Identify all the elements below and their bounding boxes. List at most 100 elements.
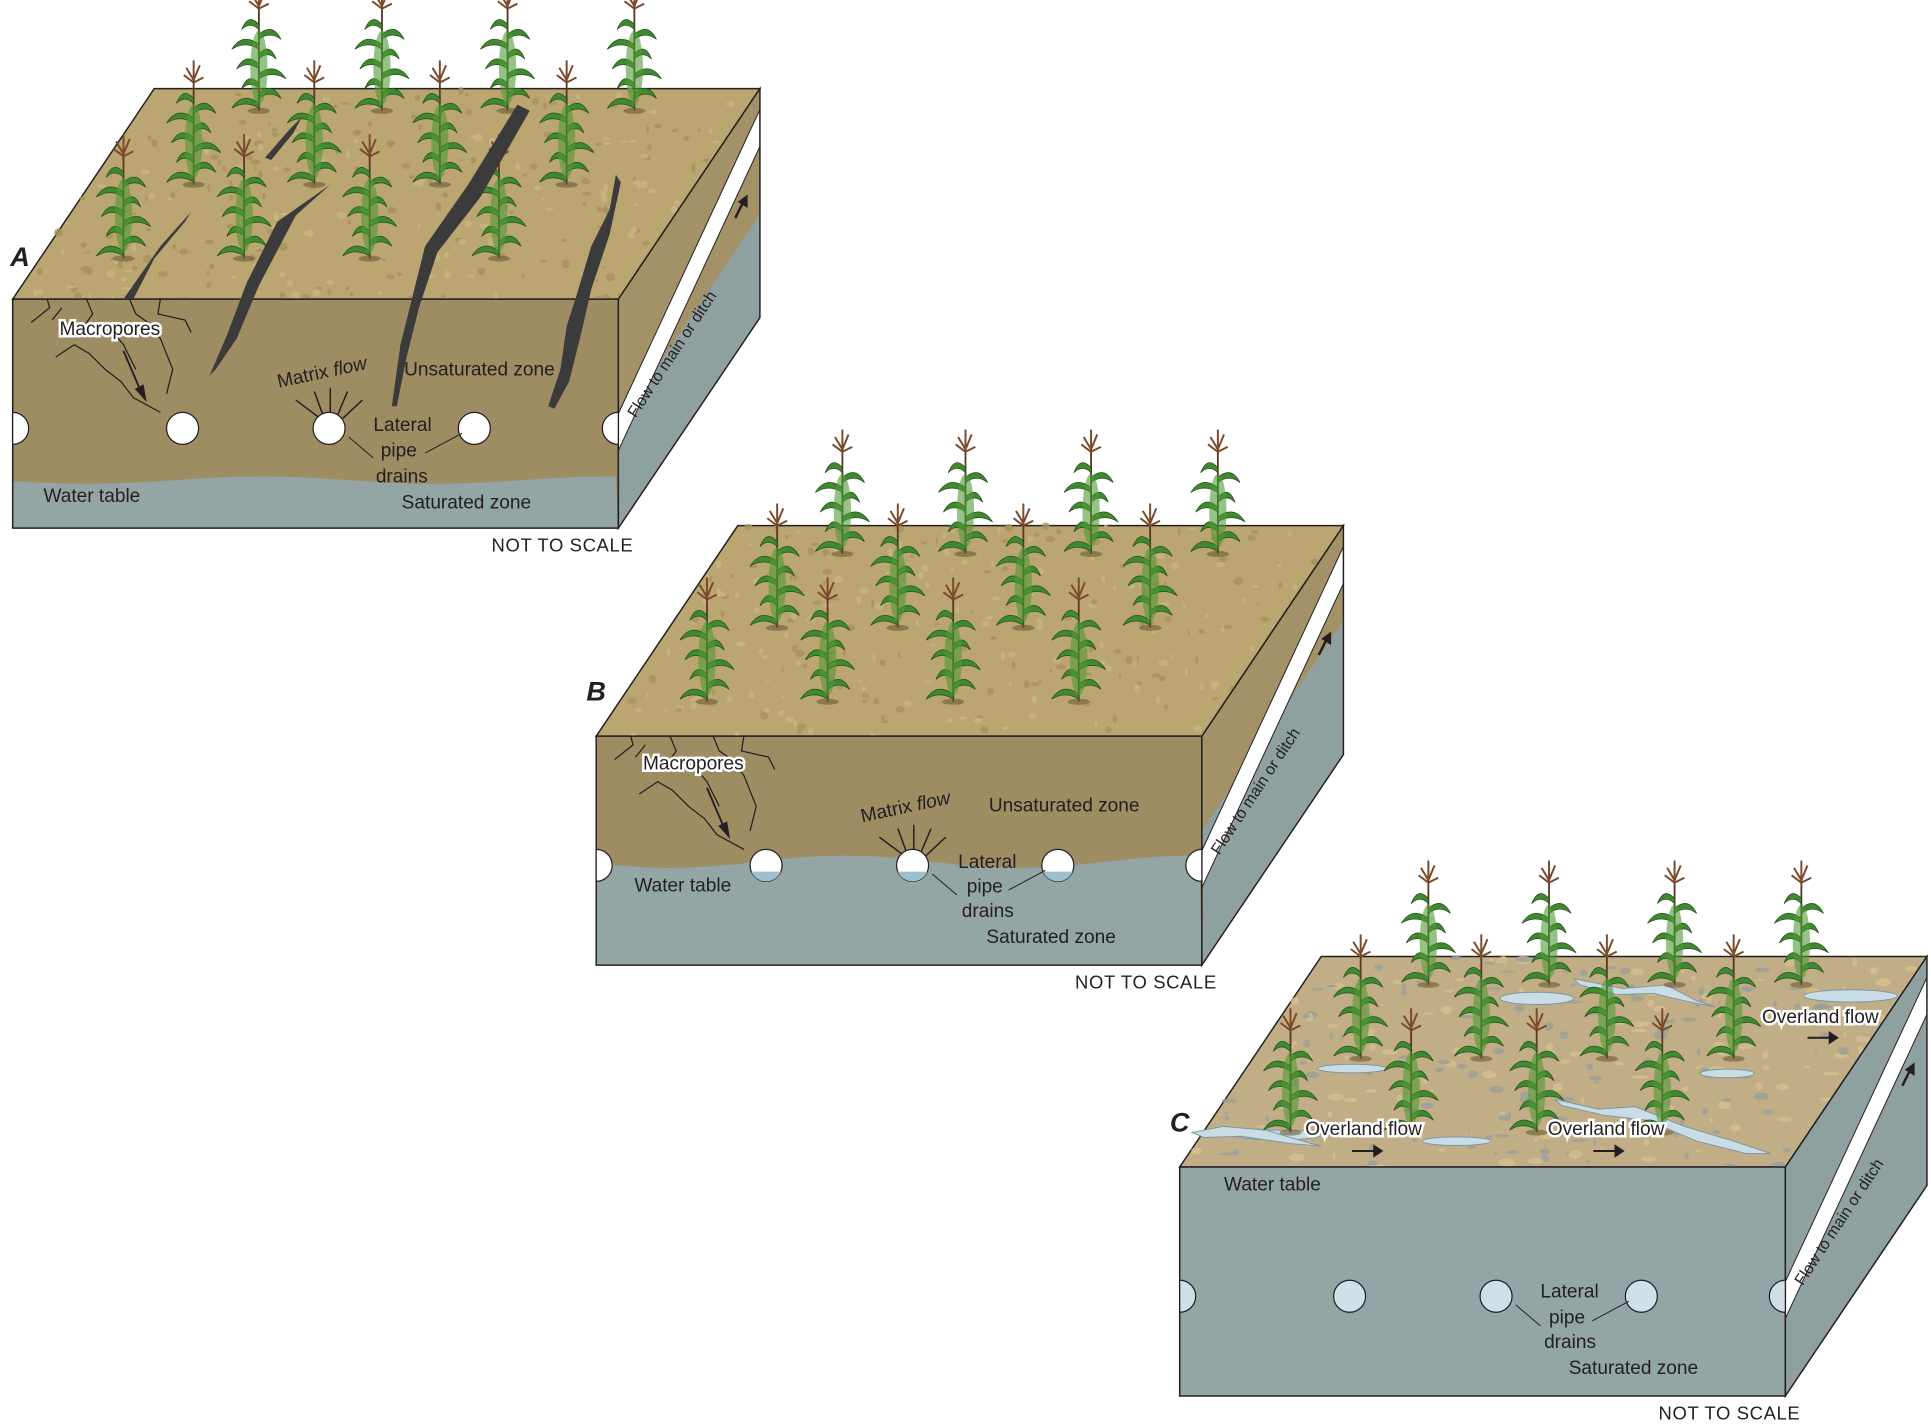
plant-shadow	[370, 107, 394, 114]
panel-letter: B	[586, 675, 606, 706]
corn-plant	[1634, 1008, 1690, 1136]
tassel	[1012, 503, 1034, 527]
panel-a: A Macropores Matrix flow Unsaturated zon…	[9, 0, 762, 556]
plant-shadow	[1139, 624, 1162, 631]
corn-plant	[342, 134, 398, 262]
corn-plant	[1122, 503, 1178, 631]
panel-letter: C	[1170, 1106, 1190, 1137]
plant-shadow	[1400, 1129, 1423, 1136]
panel-c: C Overland flow Overland flow Overland f…	[1170, 860, 1929, 1423]
plant-shadow	[303, 181, 326, 188]
plant-shadow	[1417, 981, 1440, 988]
tassel	[766, 503, 788, 527]
plant-shadow	[1525, 1129, 1548, 1136]
soil-block	[594, 522, 1345, 968]
tassel	[1538, 860, 1560, 884]
pipe-drain	[595, 848, 613, 883]
corn-plant	[166, 60, 222, 188]
corn-plant	[1051, 577, 1107, 705]
corn-plant	[1263, 1008, 1318, 1136]
corn-plant	[1509, 1008, 1565, 1136]
tassel	[1526, 1008, 1547, 1032]
plant-shadow	[182, 181, 205, 188]
corn-plant	[870, 503, 926, 631]
macropores-label: Macropores	[59, 319, 160, 340]
corn-plant	[606, 0, 662, 114]
pipe-drain	[1768, 1279, 1786, 1313]
corn-plant	[995, 503, 1051, 631]
saturated-zone	[1179, 1167, 1786, 1396]
plant-shadow	[1651, 1129, 1674, 1136]
plant-shadow	[623, 107, 646, 114]
corn-plant	[1063, 429, 1119, 558]
overland-flow-label: Overland flow	[1548, 1119, 1665, 1140]
cracks	[123, 104, 621, 409]
tassel	[359, 134, 380, 158]
lateral-label: Lateral	[1540, 1282, 1598, 1303]
plant-shadow	[233, 255, 256, 262]
plant-shadow	[1079, 550, 1103, 558]
plant-shadow	[1790, 981, 1813, 988]
plant-shadow	[766, 624, 789, 631]
plant-shadow	[1722, 1055, 1745, 1062]
side-saturated	[618, 214, 760, 529]
plant-shadow	[695, 698, 719, 705]
tassel	[1068, 577, 1090, 601]
plant-shadow	[1470, 1055, 1493, 1062]
pipe-label: pipe	[1549, 1307, 1585, 1328]
saturated-zone-label: Saturated zone	[402, 492, 531, 513]
corn-plants	[96, 0, 662, 262]
tassel	[1207, 429, 1229, 453]
pipe-label: pipe	[967, 877, 1003, 898]
corn-plant	[1333, 934, 1389, 1062]
macropore-network	[614, 735, 776, 850]
flow-arrow-icon	[1901, 1070, 1911, 1087]
tassel	[1139, 503, 1161, 527]
corn-plant	[800, 577, 856, 705]
plant-shadow	[831, 550, 854, 558]
corn-plants	[1263, 860, 1829, 1136]
matrix-flow-arrows	[878, 824, 947, 857]
tassel	[113, 134, 134, 158]
pipe-drain	[12, 411, 30, 446]
unsaturated-zone-label: Unsaturated zone	[404, 359, 555, 380]
tassel	[1400, 1008, 1422, 1032]
plant-shadow	[1067, 698, 1090, 705]
plant-shadow	[428, 181, 451, 188]
water-table-label: Water table	[43, 486, 140, 507]
side-saturated	[1201, 620, 1344, 966]
overland-flow-label: Overland flow	[1762, 1007, 1879, 1028]
overland-flow-arrows	[1352, 1030, 1839, 1158]
corn-plant	[1647, 860, 1702, 988]
tassel	[1350, 934, 1371, 958]
tassel	[1596, 934, 1618, 958]
tassel	[831, 429, 853, 453]
tassel	[1280, 1008, 1301, 1032]
soil-texture	[1191, 955, 1917, 1169]
overland-flow-label: Overland flow	[1305, 1119, 1422, 1140]
plant-shadow	[487, 255, 511, 262]
saturated-zone	[12, 476, 619, 529]
pipe-drain	[457, 411, 491, 446]
plant-shadow	[816, 698, 839, 705]
corn-plant	[216, 134, 272, 262]
matrix-flow-arrows	[295, 387, 363, 420]
tassel	[233, 134, 255, 158]
corn-plant	[354, 0, 410, 114]
panel-b: B Macropores Matrix flow Unsaturated zon…	[586, 429, 1345, 993]
tassel	[942, 577, 964, 601]
plant-shadow	[1206, 550, 1229, 558]
corn-plant	[96, 134, 151, 262]
flow-arrow-icon	[1317, 639, 1328, 656]
pipe-label: pipe	[381, 441, 417, 462]
plant-shadow	[942, 698, 965, 705]
plant-shadow	[1012, 624, 1035, 631]
pipe-drain	[312, 411, 346, 446]
tassel	[1470, 934, 1492, 958]
tassel	[429, 60, 451, 84]
tassel	[1790, 860, 1812, 884]
corn-plant	[1453, 934, 1509, 1062]
corn-plant	[1706, 934, 1762, 1062]
corn-plant	[679, 577, 735, 705]
